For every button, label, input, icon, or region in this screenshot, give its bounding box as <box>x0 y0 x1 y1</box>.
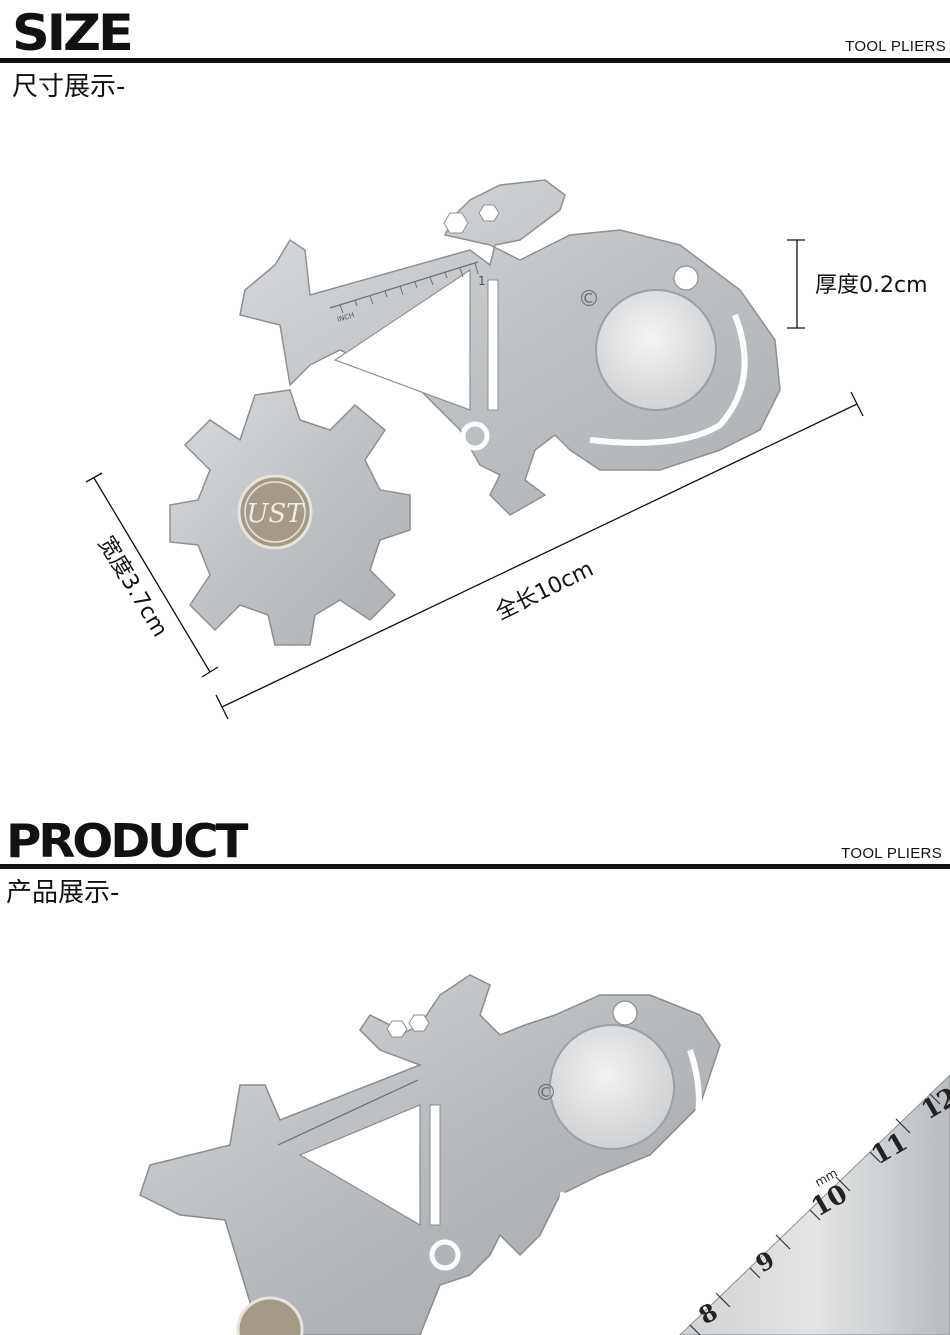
pedal-hook <box>460 421 490 451</box>
mirror-lens <box>595 289 717 411</box>
bicycle-tool: INCH 1 © UST <box>169 179 781 646</box>
frame-triangle-cutout <box>333 268 471 411</box>
bicycle-tool-photo: © <box>139 974 721 1335</box>
frame-slot-cutout <box>487 279 499 411</box>
product-title: PRODUCT <box>6 814 248 868</box>
product-divider <box>0 864 950 869</box>
copyright-mark: © <box>578 287 600 312</box>
hex-hole-large <box>443 212 469 234</box>
length-label: 全长10cm <box>492 557 598 626</box>
size-section-header: SIZE TOOL PLIERS 尺寸展示- <box>0 0 950 102</box>
thickness-dimension: 厚度0.2cm <box>787 239 928 329</box>
product-photo: © 8 9 10 11 12 mm <box>139 974 950 1335</box>
hex-hole-small <box>478 204 500 222</box>
product-right-label: TOOL PLIERS <box>841 845 942 862</box>
lanyard-hole <box>673 265 699 291</box>
thickness-label: 厚度0.2cm <box>815 273 928 298</box>
product-section-header: PRODUCT TOOL PLIERS 产品展示- <box>0 810 950 910</box>
brand-logo-text: UST <box>246 499 305 529</box>
size-subtitle: 尺寸展示- <box>12 72 126 102</box>
bike-frame <box>239 179 781 516</box>
brand-logo <box>237 474 313 550</box>
size-diagram: INCH 1 © UST 厚度0.2cm 全长10cm 宽度3.7c <box>85 179 928 720</box>
product-subtitle: 产品展示- <box>6 878 120 908</box>
ruler-mark-label: 1 <box>478 274 486 288</box>
size-right-label: TOOL PLIERS <box>845 38 946 55</box>
wheel-slot <box>589 313 748 446</box>
svg-text:©: © <box>535 1081 557 1106</box>
size-divider <box>0 58 950 63</box>
size-title: SIZE <box>12 4 134 62</box>
width-label: 宽度3.7cm <box>93 532 172 641</box>
ruler-scale: INCH 1 <box>329 261 486 324</box>
steel-ruler: 8 9 10 11 12 mm <box>679 1074 950 1335</box>
